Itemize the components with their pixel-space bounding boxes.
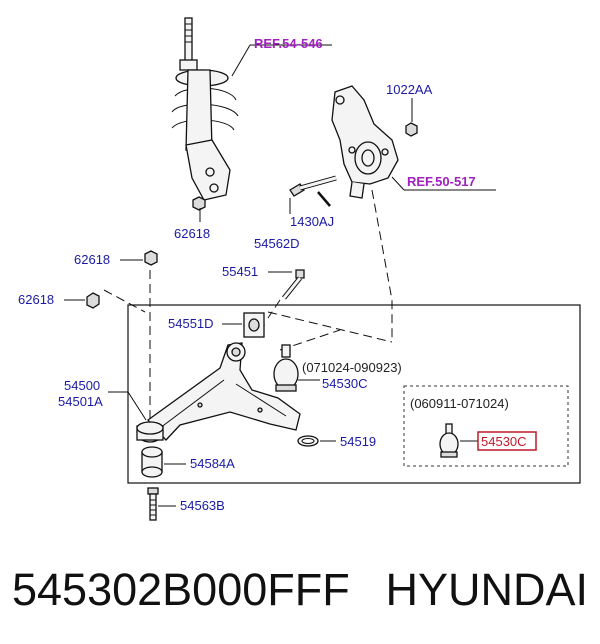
ref-50-517-link[interactable]: REF.50-517 — [407, 174, 476, 189]
bolt-54562D[interactable] — [289, 175, 337, 197]
label-54551D: 54551D — [168, 316, 214, 331]
label-54562D: 54562D — [254, 236, 300, 251]
bushing-54584A[interactable] — [141, 446, 163, 478]
ball-joint-54530C-new[interactable] — [273, 344, 299, 392]
label-1022AA: 1022AA — [386, 82, 433, 97]
lower-arm-54500[interactable] — [136, 342, 301, 443]
ball-joint-54530C-old[interactable] — [439, 423, 459, 458]
label-range-old: (060911-071024) — [410, 396, 509, 411]
parts-diagram: 62618 REF.54-546 1022AA REF.50-517 1430A… — [18, 17, 581, 521]
label-62618-a: 62618 — [74, 252, 110, 267]
nut-62618-b[interactable] — [86, 292, 100, 309]
label-55451: 55451 — [222, 264, 258, 279]
label-54530C-boxed[interactable]: 54530C — [481, 434, 527, 449]
lower-arm-group-box — [127, 304, 581, 484]
label-62618-b: 62618 — [18, 292, 54, 307]
footer: 545302B000FFF HYUNDAI — [0, 560, 600, 644]
label-54530C-upper: 54530C — [322, 376, 368, 391]
label-54584A: 54584A — [190, 456, 235, 471]
part-number-text: 545302B000FFF — [12, 564, 350, 615]
label-54501A: 54501A — [58, 394, 103, 409]
nut-62618-a[interactable] — [144, 250, 158, 266]
label-1430AJ: 1430AJ — [290, 214, 334, 229]
nut-1022AA[interactable] — [405, 122, 418, 137]
brand-text: HYUNDAI — [385, 564, 588, 615]
bushing-54551D[interactable] — [243, 312, 265, 338]
label-54500: 54500 — [64, 378, 100, 393]
inset-box-old-ball-joint — [403, 385, 569, 467]
bolt-55451[interactable] — [282, 269, 305, 300]
highlight-box-54530C — [477, 431, 537, 451]
label-54563B: 54563B — [180, 498, 225, 513]
knuckle-assembly[interactable] — [331, 85, 399, 199]
label-range-new: (071024-090923) — [302, 360, 402, 375]
ref-54-546-link[interactable]: REF.54-546 — [254, 36, 323, 51]
strut-assembly[interactable] — [171, 17, 239, 211]
label-54519: 54519 — [340, 434, 376, 449]
pin-1430AJ[interactable] — [317, 191, 331, 207]
bolt-54563B[interactable] — [147, 487, 159, 521]
label-62618-top: 62618 — [174, 226, 210, 241]
